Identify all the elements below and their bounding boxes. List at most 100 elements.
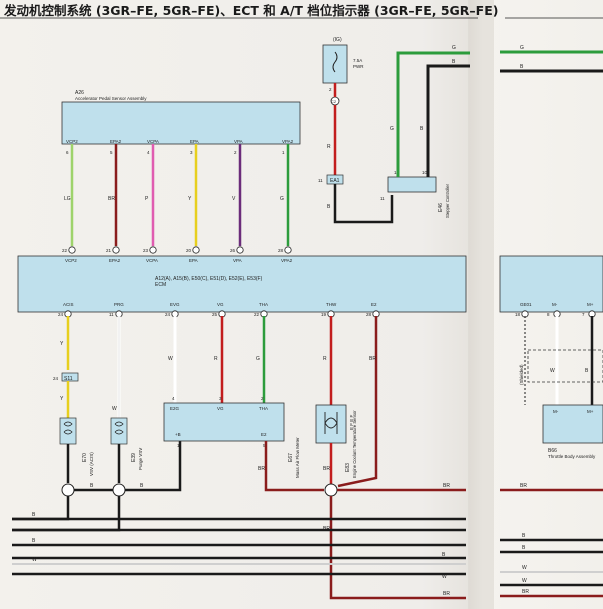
ecm-right-pin-label: M-	[552, 302, 558, 307]
wire-color-label: V	[232, 196, 236, 202]
ecm-top-pin-label: VPA	[233, 258, 242, 263]
e46-pin-10: 10	[422, 170, 428, 175]
wire-e2	[337, 316, 378, 488]
e67-id: E67	[288, 453, 294, 462]
junction-br	[324, 483, 338, 497]
ecm-bottom-pin-number: 25	[212, 312, 218, 317]
right-wire-label-w: W	[550, 368, 555, 374]
ecm-top-pin-label: VCP2	[65, 258, 77, 263]
wire-color-label: G	[280, 196, 284, 202]
ecm-bottom-pin-number: 24	[165, 312, 171, 317]
b66-pin-minus: M-	[553, 409, 559, 414]
e83-box	[315, 404, 347, 444]
ecm-top-pin-terminal	[149, 246, 157, 254]
e70-id: E70	[82, 453, 88, 462]
ecm-id: A12(A), A15(B), E50(C), E51(D), E52(E), …	[155, 276, 263, 282]
wire-br-down	[329, 496, 466, 600]
e46-box	[387, 176, 437, 193]
wire-color-label: LG	[64, 196, 71, 202]
ecm-bottom-pin-label: ACIS	[63, 302, 74, 307]
e67-pin-label: E2	[261, 432, 267, 437]
ecm-box	[17, 255, 467, 313]
wire-label-b-j2: B	[140, 483, 144, 489]
ecm-top-pin-label: VPA2	[281, 258, 293, 263]
b66-name: Throttle Body Assembly	[548, 454, 596, 459]
ecm-right-pin-label: M+	[587, 302, 594, 307]
e39-coil-icon	[114, 421, 124, 435]
ecm-right-pin-number: 7	[582, 312, 585, 317]
page-gutter	[468, 0, 494, 609]
a26-pin-number: 6	[66, 150, 69, 155]
wire-label-b1: B	[327, 204, 331, 210]
wire-e67-ground	[125, 440, 182, 492]
wire-label-b-j: B	[90, 483, 94, 489]
ecm-top-pin-terminal	[284, 246, 292, 254]
e67-pin-number: 1	[177, 443, 180, 448]
ecm-bottom-pin-number: 28	[366, 312, 372, 317]
bus-label-4: B	[442, 552, 446, 558]
wire-label-e67-e2: BR	[258, 466, 265, 472]
ecm-top-pin-terminal	[192, 246, 200, 254]
e70-name: VSV (ACIS)	[89, 452, 94, 476]
fuse-id: (IG)	[333, 37, 342, 43]
ecm-bottom-pin-number: 24	[58, 312, 64, 317]
ecm-top-pin-number: 21	[106, 248, 112, 253]
a26-pin-label: VPA2	[282, 139, 294, 144]
bus-label-2: B	[32, 538, 36, 544]
right-bus-label-5: BR	[522, 589, 529, 595]
ecm-box-right-page	[499, 255, 603, 313]
ecm-top-pin-terminal	[236, 246, 244, 254]
fuse-pin-top: 2	[329, 87, 332, 92]
wire-color-label: P	[145, 196, 149, 202]
e39-id: E39	[131, 453, 137, 462]
ea1-id: EA1	[330, 178, 340, 184]
a26-pin-label: VCP2	[66, 139, 78, 144]
ecm-bottom-pin-label: THW	[326, 302, 337, 307]
wire-label-prg: W	[112, 406, 117, 412]
ecm-bottom-pin-label: EVG	[170, 302, 180, 307]
ecm-right-pin-number: 8	[547, 312, 550, 317]
e67-pin-label: THA	[259, 406, 268, 411]
e67-pin-label: VG	[217, 406, 224, 411]
fuse-box	[322, 44, 348, 84]
wire-label-tha: G	[256, 356, 260, 362]
a26-name: Accelerator Pedal Sensor Assembly	[75, 96, 147, 101]
bus-label-5: W	[442, 574, 447, 580]
wire-label-g-right: G	[520, 45, 524, 51]
s11-id: S11	[64, 376, 73, 382]
wire-label-acis2: Y	[60, 396, 64, 402]
wire-label-br-bus: BR	[443, 483, 450, 489]
wire-color-label: BR	[108, 196, 115, 202]
wire-color-label: Y	[188, 196, 192, 202]
wire-ground-left	[12, 496, 70, 521]
right-bus-br-label: BR	[520, 483, 527, 489]
a26-box	[61, 101, 301, 145]
right-bus-label-4: W	[522, 578, 527, 584]
ecm-bottom-pin-number: 11	[109, 312, 114, 317]
e67-name: Mass Air Flow Meter	[295, 437, 300, 478]
ecm-top-pin-number: 20	[186, 248, 192, 253]
wire-e67-e2	[264, 441, 324, 492]
e39-name: Purge VSV	[138, 448, 143, 470]
wire-label-thw: R	[323, 356, 327, 362]
thermistor-icon	[324, 412, 338, 434]
fuse-pin-conn: C2	[331, 99, 337, 104]
e67-pin-label: E2G	[170, 406, 180, 411]
a26-pin-number: 2	[234, 150, 237, 155]
right-wire-label-b: B	[585, 368, 589, 374]
wire-label-g-top: G	[452, 45, 456, 51]
e67-pin-label: +B	[175, 432, 181, 437]
ecm-top-pin-number: 26	[230, 248, 236, 253]
ecm-top-pin-label: VCPA	[146, 258, 158, 263]
ecm-name: ECM	[155, 282, 166, 288]
fuse-rating: 7.5A	[353, 58, 362, 63]
wire-label-b-v: B	[420, 126, 424, 132]
wire-ea1-ground	[333, 184, 394, 224]
a26-pin-number: 3	[190, 150, 193, 155]
junction-2	[112, 483, 126, 497]
